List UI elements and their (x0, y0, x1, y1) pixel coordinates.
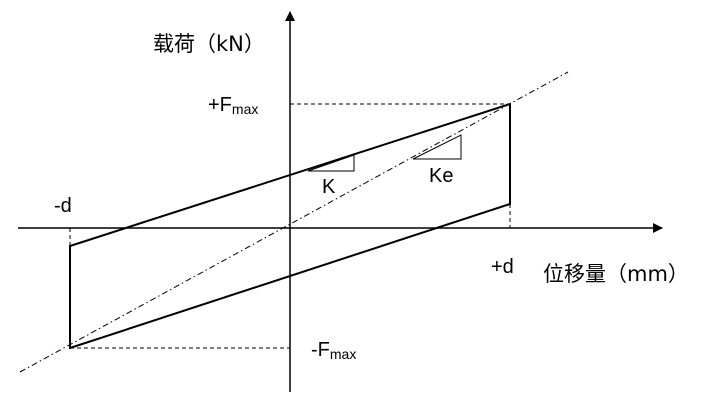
y-axis-label: 载荷（kN） (153, 32, 265, 56)
ke-slope-triangle (412, 134, 462, 160)
plus-d-label: +d (491, 256, 514, 278)
plus-fmax-label: +Fmax (208, 94, 258, 117)
elastic-stiffness-line (19, 71, 569, 373)
ke-label: Ke (429, 165, 453, 187)
k-label: K (322, 176, 336, 198)
minus-d-label: -d (54, 195, 72, 217)
k-slope-triangle (307, 154, 355, 172)
x-axis-label: 位移量（mm） (543, 262, 689, 286)
hysteresis-loop (69, 102, 511, 350)
minus-fmax-label: -Fmax (311, 339, 356, 362)
